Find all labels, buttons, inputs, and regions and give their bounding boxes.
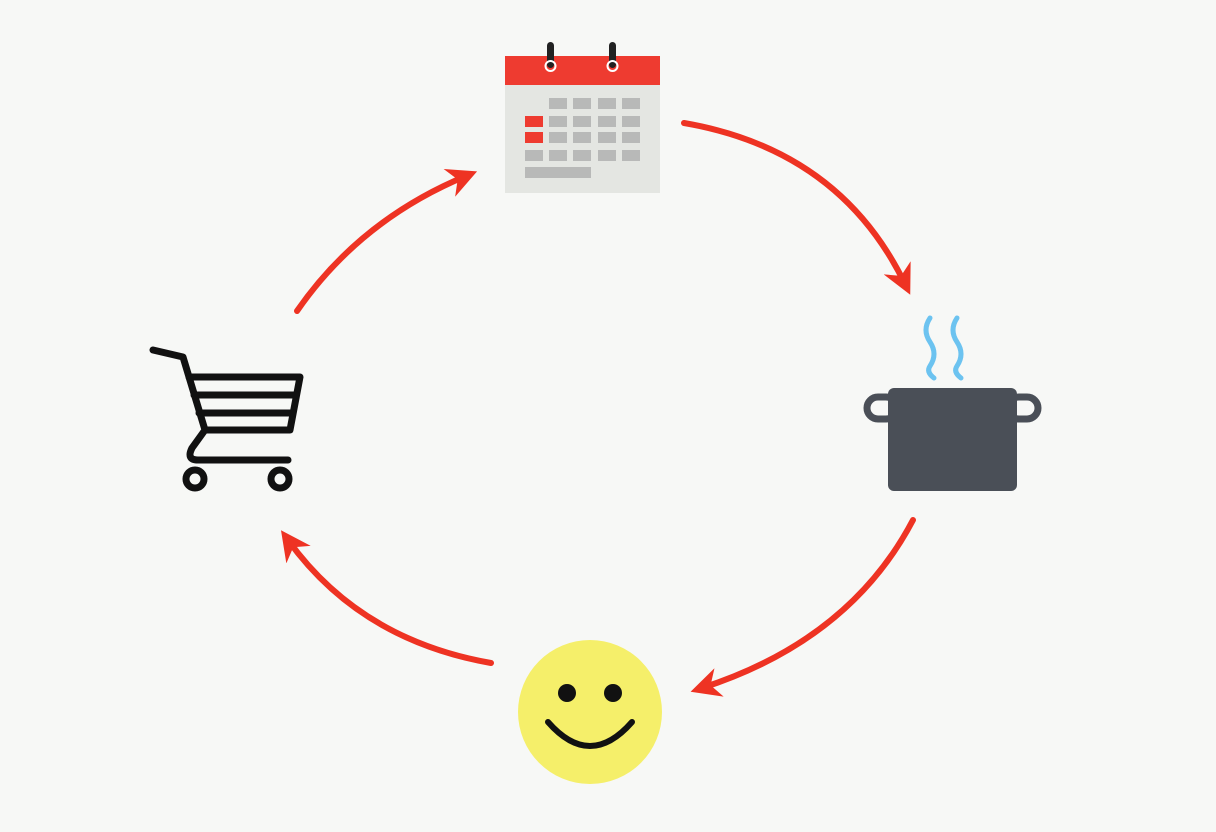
steam-icon — [923, 315, 964, 381]
arrow-smiley-to-cart — [280, 530, 494, 666]
calendar-icon — [505, 42, 660, 193]
arrow-cart-to-calendar — [294, 169, 478, 314]
smiley-face-icon — [518, 640, 662, 784]
arrow-calendar-to-pot — [681, 120, 911, 295]
cooking-pot-icon — [863, 315, 1042, 491]
shopping-cart-icon — [149, 346, 304, 492]
arrow-pot-to-smiley — [690, 517, 916, 697]
